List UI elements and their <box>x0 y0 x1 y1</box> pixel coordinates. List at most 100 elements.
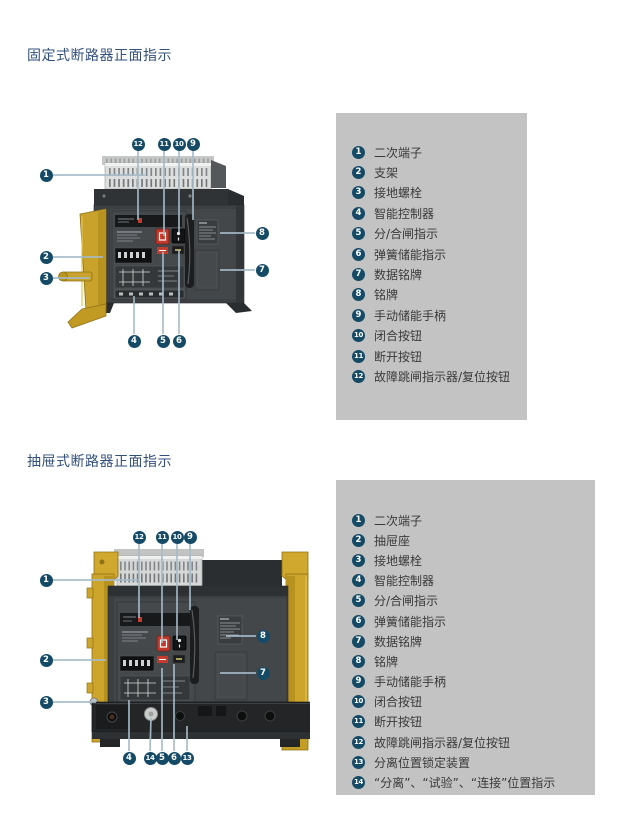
legend-label: 接地螺栓 <box>374 186 423 201</box>
legend-number-badge: 8 <box>352 288 365 302</box>
callout-badge: 14 <box>143 751 157 765</box>
fixed-breaker-illustration <box>58 156 252 329</box>
legend-number-badge: 1 <box>352 145 365 159</box>
legend-label: 故障跳闸指示器/复位按钮 <box>374 735 511 750</box>
legend-item: 14“分离”、“试验”、“连接”位置指示 <box>352 772 595 792</box>
legend-label: 手动储能手柄 <box>374 308 447 323</box>
legend-number-badge: 10 <box>352 329 365 343</box>
legend-label: 接地螺栓 <box>374 553 423 568</box>
callout-badge: 9 <box>186 137 200 151</box>
mounting-bracket <box>58 208 107 329</box>
nameplate <box>217 615 243 645</box>
terminal-block <box>114 549 204 590</box>
callout-badge: 8 <box>256 629 270 643</box>
legend-label: 分/合闸指示 <box>374 227 439 242</box>
callout-badge: 7 <box>256 666 270 680</box>
legend-item: 1 二次端子 <box>352 510 595 530</box>
off-button <box>156 635 171 652</box>
data-nameplate <box>194 249 220 291</box>
legend-number-badge: 7 <box>352 634 365 648</box>
legend-label: 分离位置锁定装置 <box>374 755 471 770</box>
callout-badge: 3 <box>39 271 53 285</box>
legend-label: 闭合按钮 <box>374 695 423 710</box>
section-title-fixed: 固定式断路器正面指示 <box>27 48 172 64</box>
legend-item: 12 故障跳闸指示器/复位按钮 <box>352 732 595 752</box>
callout-badge: 12 <box>132 530 146 544</box>
legend-label: 抽屉座 <box>374 533 411 548</box>
callout-badge: 4 <box>122 751 136 765</box>
terminal-block <box>102 156 226 190</box>
controller-display <box>114 247 153 264</box>
legend-number-badge: 3 <box>352 553 365 567</box>
off-button <box>155 228 170 245</box>
legend-item: 13 分离位置锁定装置 <box>352 752 595 772</box>
control-panel <box>111 210 187 300</box>
position-indicator <box>157 247 168 254</box>
data-nameplate <box>214 651 248 701</box>
breaker-top-deck <box>94 189 244 205</box>
legend-label: 支架 <box>374 166 399 181</box>
callout-badge: 2 <box>39 250 53 264</box>
legend-number-badge: 5 <box>352 227 365 241</box>
legend-number-badge: 7 <box>352 268 365 282</box>
legend-number-badge: 10 <box>352 695 365 709</box>
on-button <box>171 228 186 244</box>
legend-label: 分/合闸指示 <box>374 594 439 609</box>
callout-badge: 2 <box>39 653 53 667</box>
legend-number-badge: 8 <box>352 654 365 668</box>
legend-label: 断开按钮 <box>374 715 423 730</box>
legend-item: 10 闭合按钮 <box>352 326 527 346</box>
callout-badge: 5 <box>155 751 169 765</box>
callout-badge: 9 <box>183 530 197 544</box>
legend-item: 6 弹簧储能指示 <box>352 611 595 631</box>
callout-badge: 11 <box>157 137 171 151</box>
legend-label: 二次端子 <box>374 513 423 528</box>
legend-number-badge: 14 <box>352 776 365 790</box>
legend-number-badge: 12 <box>352 735 365 749</box>
callout-badge: 13 <box>180 751 194 765</box>
mimic-panel <box>114 265 185 289</box>
callout-badge: 10 <box>172 137 186 151</box>
callout-badge: 6 <box>167 751 181 765</box>
test-connector <box>114 289 185 299</box>
legend-number-badge: 12 <box>352 369 365 383</box>
legend-label: 闭合按钮 <box>374 329 423 344</box>
legend-label: 智能控制器 <box>374 206 435 221</box>
section-title-drawer: 抽屉式断路器正面指示 <box>27 454 172 470</box>
drawer-breaker-illustration <box>86 549 310 751</box>
legend-number-badge: 2 <box>352 166 365 180</box>
legend-item: 3 接地螺栓 <box>352 550 595 570</box>
legend-label: 故障跳闸指示器/复位按钮 <box>374 369 511 384</box>
legend-label: 数据铭牌 <box>374 268 423 283</box>
callout-badge: 3 <box>39 695 53 709</box>
legend-label: 弹簧储能指示 <box>374 614 447 629</box>
legend-item: 2 支架 <box>352 162 527 182</box>
legend-number-badge: 1 <box>352 513 365 527</box>
legend-number-badge: 11 <box>352 349 365 363</box>
legend-label: 二次端子 <box>374 145 423 160</box>
callout-badge: 11 <box>155 530 169 544</box>
legend-number-badge: 13 <box>352 755 365 769</box>
callout-badge: 7 <box>255 263 269 277</box>
legend-number-badge: 6 <box>352 614 365 628</box>
legend-label: 手动储能手柄 <box>374 675 447 690</box>
legend-number-badge: 9 <box>352 675 365 689</box>
position-indicator <box>157 656 168 663</box>
legend-number-badge: 9 <box>352 308 365 322</box>
legend-item: 9 手动储能手柄 <box>352 672 595 692</box>
callout-badge: 12 <box>131 137 145 151</box>
